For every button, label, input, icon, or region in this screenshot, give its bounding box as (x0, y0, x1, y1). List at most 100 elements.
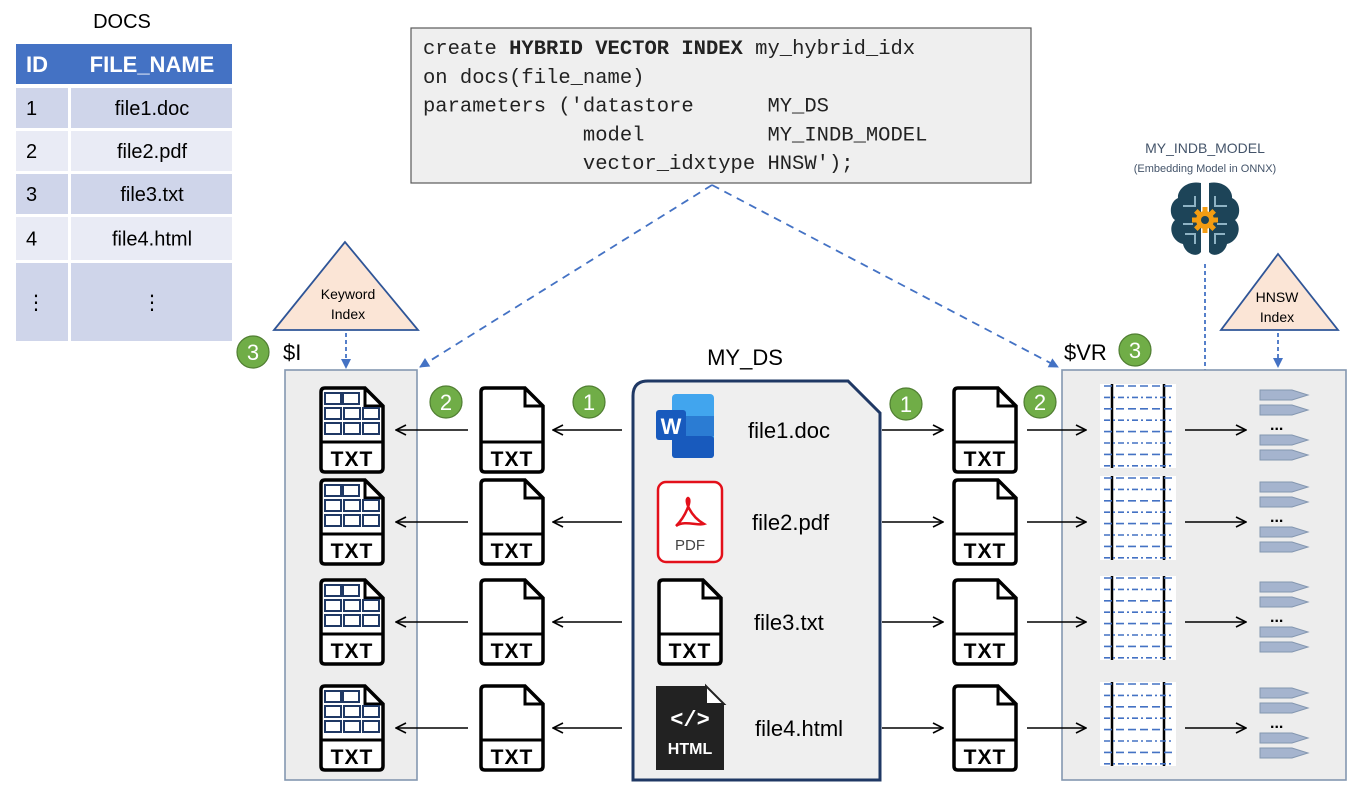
docs-table-title: DOCS (93, 11, 151, 33)
keyword-index-doc: TXT (319, 478, 385, 566)
word-icon: W (656, 394, 714, 458)
extracted-text-right: TXT (952, 578, 1018, 666)
extracted-text-left: TXT (479, 578, 545, 666)
docs-header-row (16, 44, 232, 84)
cell-id: ⋮ (26, 292, 46, 314)
step-3-badge-keyword: 3 (236, 335, 270, 369)
file-name: file2.pdf (752, 510, 830, 535)
keyword-index-doc: TXT (319, 386, 385, 474)
keyword-index-doc: TXT (319, 578, 385, 666)
sql-to-keyword-index-connector (419, 184, 713, 368)
extracted-text-left: TXT (479, 386, 545, 474)
svg-text:HTML: HTML (668, 741, 713, 758)
sql-to-vector-index-connector (711, 184, 1059, 368)
cell-file-name: file4.html (112, 229, 192, 251)
cell-id: 1 (26, 98, 37, 120)
sql-token: my_hybrid_idx (743, 38, 915, 61)
txt-label: TXT (331, 448, 374, 471)
svg-text:W: W (661, 414, 682, 439)
keyword-index-label-2: Index (331, 306, 365, 322)
embedding-vectors: ... (1259, 389, 1310, 461)
txt-file-icon: TXT (657, 578, 723, 666)
datastore-label: MY_DS (707, 345, 783, 370)
hnsw-index-label-1: HNSW (1256, 289, 1300, 305)
cell-file-name: ⋮ (142, 292, 162, 314)
txt-label: TXT (491, 448, 534, 471)
brain-gear-icon (1170, 182, 1240, 255)
cell-id: 2 (26, 141, 37, 163)
sql-token: model MY_INDB_MODEL (423, 124, 927, 147)
txt-label: TXT (491, 746, 534, 769)
docs-table: DOCS ID FILE_NAME 1 file1.doc 2 file2.pdf 3 file… (16, 11, 232, 341)
cell-id: 3 (26, 184, 37, 206)
embedding-vectors: ... (1259, 481, 1310, 553)
sql-token: HYBRID VECTOR INDEX (509, 38, 743, 61)
table-row: 1 file1.doc (16, 88, 232, 128)
table-row: 3 file3.txt (16, 174, 232, 214)
step-number: 2 (1034, 390, 1046, 415)
step-3-badge-vector: 3 (1118, 333, 1152, 367)
embedding-vectors: ... (1259, 581, 1310, 653)
ellipsis: ... (1270, 609, 1283, 626)
keyword-index-doc: TXT (319, 684, 385, 772)
step-number: 3 (247, 340, 259, 365)
extracted-text-left: TXT (479, 684, 545, 772)
step-number: 1 (900, 392, 912, 417)
file-name: file1.doc (748, 418, 830, 443)
svg-text:PDF: PDF (675, 537, 705, 554)
step-number: 2 (440, 390, 452, 415)
txt-label: TXT (331, 640, 374, 663)
keyword-index-label-1: Keyword (321, 286, 375, 302)
keyword-index-triangle: Keyword Index (272, 240, 420, 331)
cell-file-name: file3.txt (120, 184, 184, 206)
txt-label: TXT (964, 746, 1007, 769)
sql-line: vector_idxtype HNSW'); (423, 153, 854, 176)
sql-line: model MY_INDB_MODEL (423, 124, 927, 147)
table-row: 2 file2.pdf (16, 131, 232, 171)
header-file-name: FILE_NAME (90, 52, 215, 77)
step-number: 3 (1129, 338, 1141, 363)
text-chunks (1100, 682, 1176, 766)
extracted-text-right: TXT (952, 478, 1018, 566)
txt-label: TXT (964, 540, 1007, 563)
txt-label: TXT (491, 640, 534, 663)
embedding-vectors: ... (1259, 687, 1310, 759)
text-chunks (1100, 476, 1176, 560)
step-1-badge-right: 1 (889, 387, 923, 421)
extracted-text-left: TXT (479, 478, 545, 566)
txt-label: TXT (964, 448, 1007, 471)
txt-label: TXT (669, 640, 712, 663)
txt-label: TXT (491, 540, 534, 563)
sql-code-box: create HYBRID VECTOR INDEX my_hybrid_idx… (410, 27, 1032, 184)
cell-id: 4 (26, 229, 37, 251)
ellipsis: ... (1270, 417, 1283, 434)
file-name: file3.txt (754, 610, 824, 635)
step-number: 1 (583, 390, 595, 415)
txt-label: TXT (964, 640, 1007, 663)
txt-label: TXT (331, 746, 374, 769)
sql-line: create HYBRID VECTOR INDEX my_hybrid_idx (423, 38, 915, 61)
header-id: ID (26, 52, 48, 77)
sql-line: on docs(file_name) (423, 67, 644, 90)
sql-line: parameters ('datastore MY_DS (423, 96, 829, 119)
txt-label: TXT (331, 540, 374, 563)
sql-token: vector_idxtype HNSW'); (423, 153, 854, 176)
cell-file-name: file1.doc (115, 98, 190, 120)
text-chunks (1100, 384, 1176, 468)
ellipsis: ... (1270, 715, 1283, 732)
html-icon: </>HTML (656, 683, 727, 770)
cell-file-name: file2.pdf (117, 141, 187, 163)
table-row: ⋮⋮ (16, 263, 232, 341)
file-name: file4.html (755, 716, 843, 741)
step-2-badge-right: 2 (1023, 385, 1057, 419)
svg-text:create HYBRID VECTOR INDEX my_: create HYBRID VECTOR INDEX my_hybrid_idx… (423, 38, 927, 176)
vector-index-table-label: $VR (1064, 340, 1107, 365)
ellipsis: ... (1270, 509, 1283, 526)
model-name: MY_INDB_MODEL (1145, 140, 1265, 156)
extracted-text-right: TXT (952, 386, 1018, 474)
step-1-badge-left: 1 (572, 385, 606, 419)
hnsw-index-triangle: HNSW Index (1219, 252, 1340, 331)
step-2-badge-left: 2 (429, 385, 463, 419)
sql-token: on docs(file_name) (423, 67, 644, 90)
text-chunks (1100, 576, 1176, 660)
